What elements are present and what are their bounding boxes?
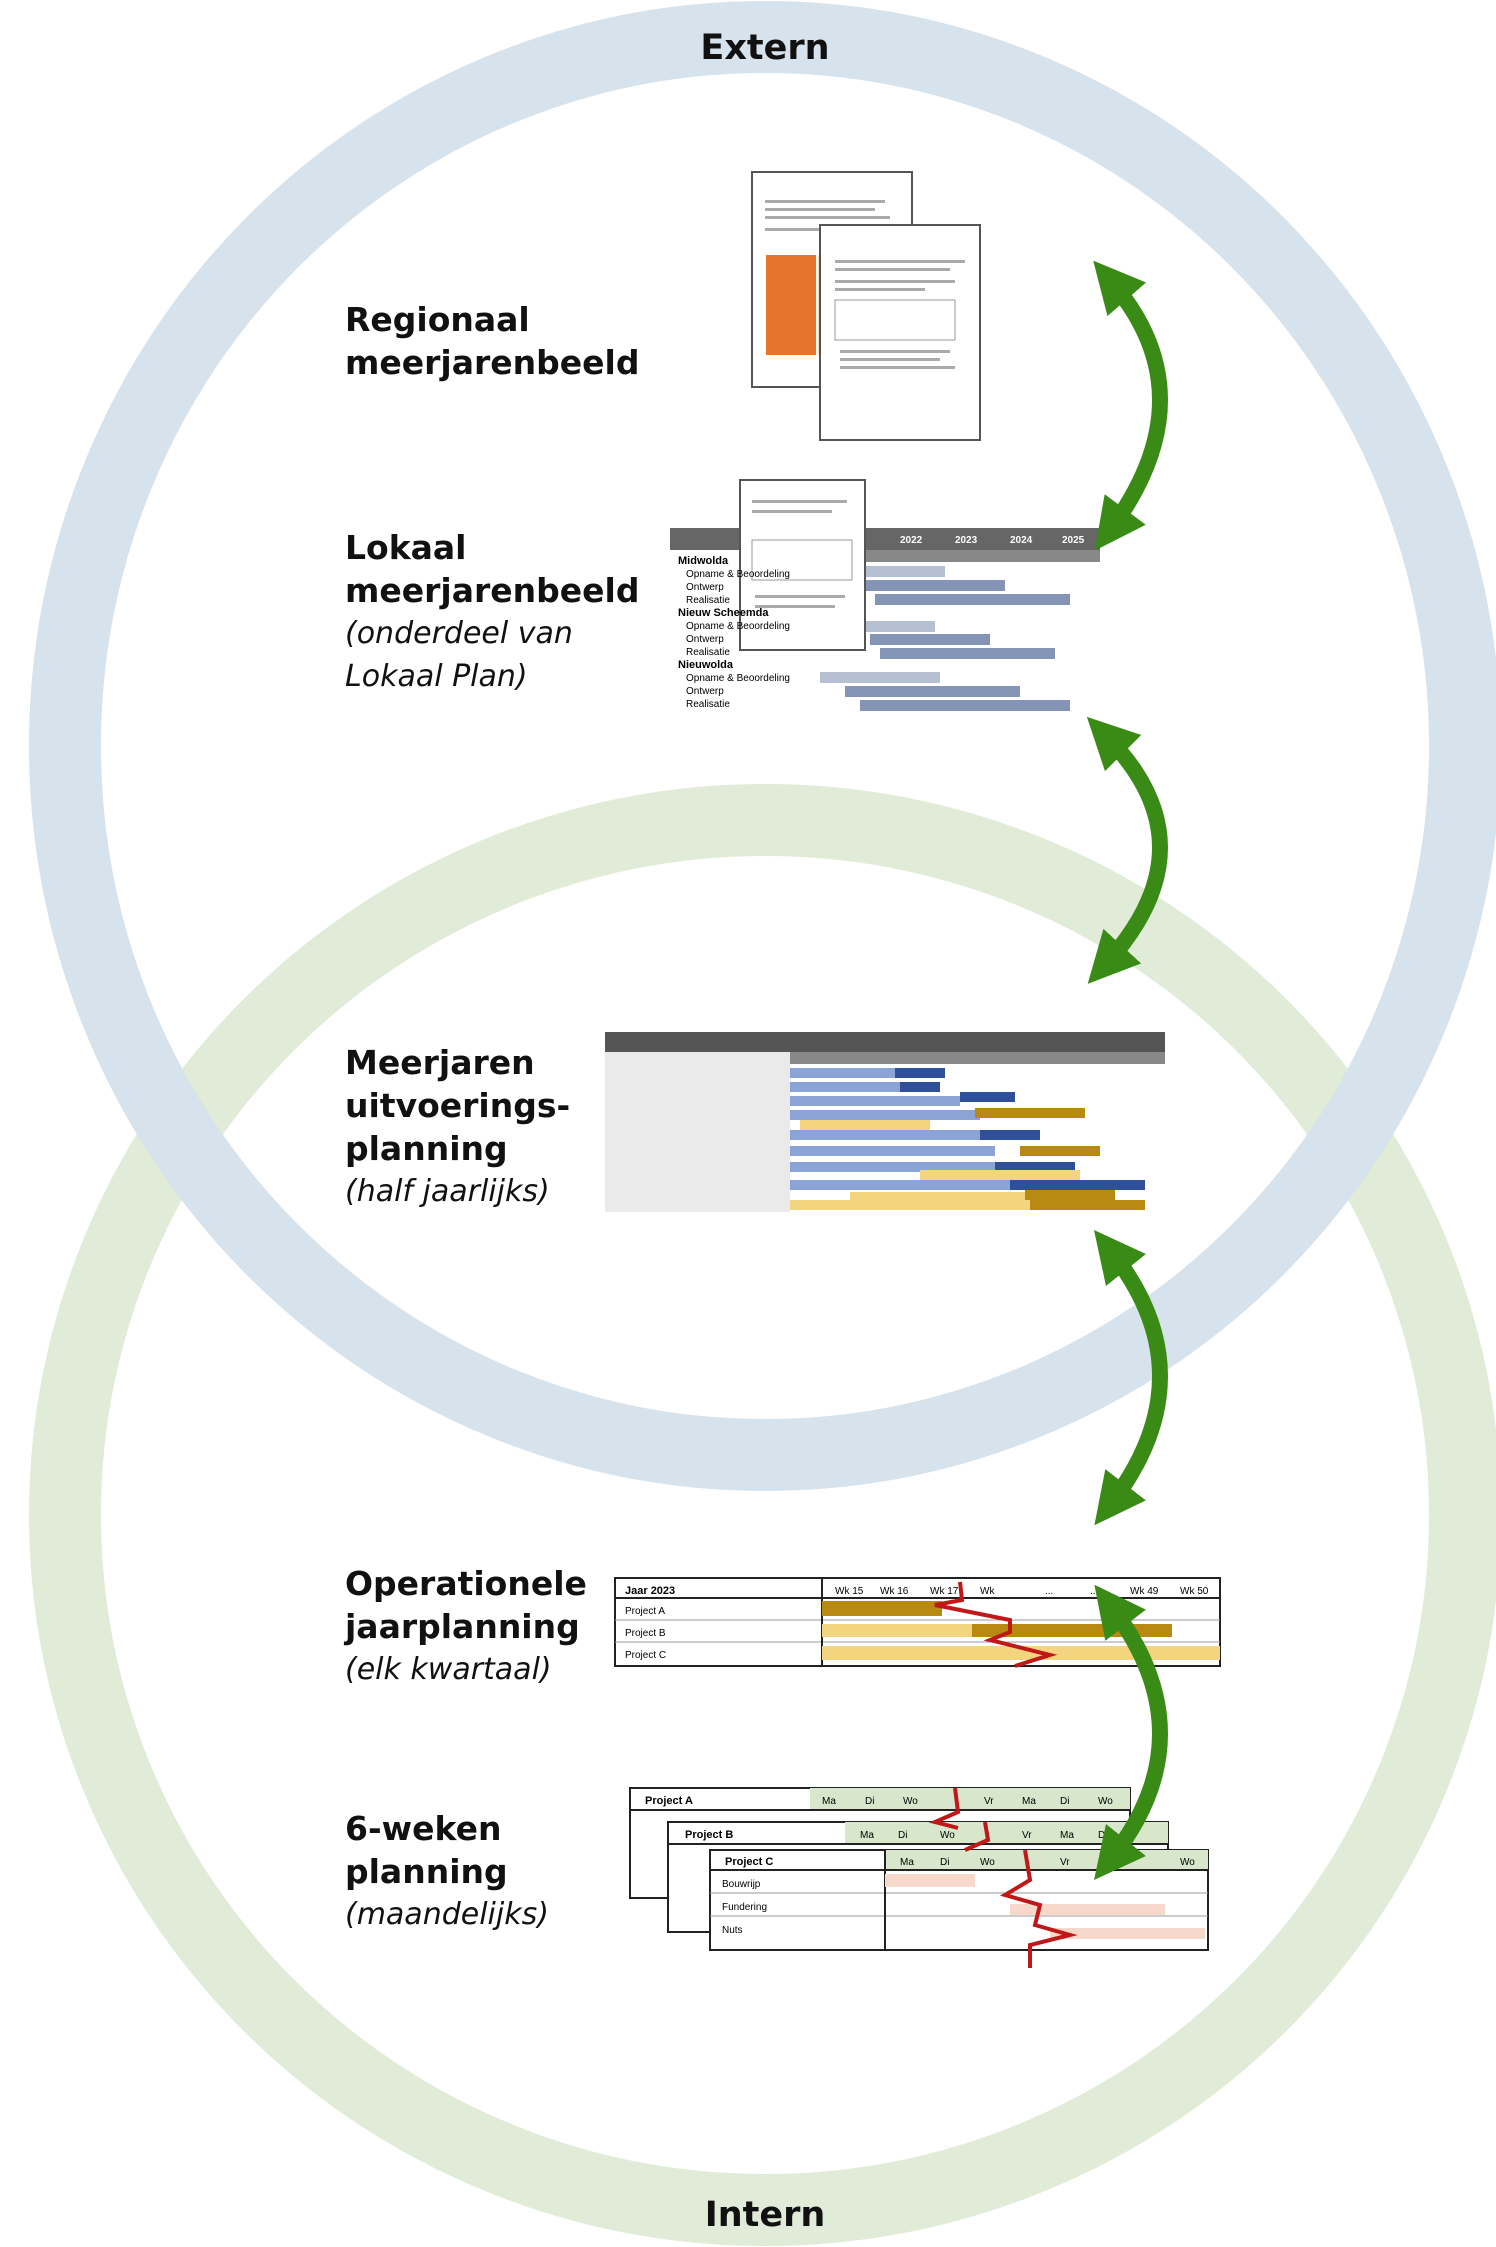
lokaal-row-0b: Opname & Beoordeling <box>686 621 790 632</box>
level-regionaal-title-2: meerjarenbeeld <box>345 343 640 382</box>
level-jaarplanning-title-1: Operationele <box>345 1564 587 1603</box>
meerjaren-planning-thumbnail <box>605 1032 1165 1212</box>
level-lokaal-sub-2: Lokaal Plan) <box>345 659 528 694</box>
lokaal-year-2: 2024 <box>1010 535 1033 546</box>
arrow-jaar-weken <box>1094 1584 1168 1880</box>
lokaal-row-1b: Ontwerp <box>686 634 724 645</box>
weken-a-day-1: Di <box>865 1796 874 1807</box>
level-meerjaren: Meerjaren uitvoerings- planning (half ja… <box>345 1041 570 1213</box>
weken-c-day-4: Vr <box>1060 1857 1070 1868</box>
level-zes-weken-title-1: 6-weken <box>345 1809 502 1848</box>
lokaal-gantt-thumbnail <box>670 479 1100 711</box>
lokaal-year-0: 2022 <box>900 535 923 546</box>
weken-b-day-0: Ma <box>860 1830 874 1841</box>
level-meerjaren-title-3: planning <box>345 1129 508 1168</box>
regionaal-document-thumbnail <box>751 171 981 441</box>
arrow-meerjaren-jaar <box>1094 1230 1168 1526</box>
level-meerjaren-sub-1: (half jaarlijks) <box>345 1174 550 1209</box>
jaar-header-4: Wk <box>980 1586 995 1597</box>
weken-c-day-7: Wo <box>1180 1857 1195 1868</box>
lokaal-year-1: 2023 <box>955 535 978 546</box>
level-jaarplanning-sub-1: (elk kwartaal) <box>345 1652 552 1687</box>
jaar-header-5: ... <box>1045 1586 1053 1597</box>
jaar-project-b: Project B <box>625 1628 666 1639</box>
jaar-header-8: Wk 50 <box>1180 1586 1209 1597</box>
arrow-lokaal-meerjaren <box>1086 716 1168 984</box>
lokaal-year-3: 2025 <box>1062 535 1085 546</box>
weken-a-day-5: Ma <box>1022 1796 1036 1807</box>
weken-a-day-4: Vr <box>984 1796 994 1807</box>
weken-b-day-2: Wo <box>940 1830 955 1841</box>
level-jaarplanning-title-2: jaarplanning <box>345 1607 580 1646</box>
extern-ring <box>29 1 1496 1491</box>
jaar-header-3: Wk 17 <box>930 1586 959 1597</box>
level-lokaal: Lokaal meerjarenbeeld (onderdeel van Lok… <box>345 526 639 698</box>
weken-c-day-1: Di <box>940 1857 949 1868</box>
lokaal-group-0: Midwolda <box>678 555 729 567</box>
level-meerjaren-title-1: Meerjaren <box>345 1043 535 1082</box>
lokaal-row-0: Opname & Beoordeling <box>686 569 790 580</box>
lokaal-row-1c: Ontwerp <box>686 686 724 697</box>
jaar-project-c: Project C <box>625 1650 666 1661</box>
jaar-project-a: Project A <box>625 1606 665 1617</box>
weken-b-day-1: Di <box>898 1830 907 1841</box>
lokaal-row-2: Realisatie <box>686 595 730 606</box>
weken-b-day-5: Ma <box>1060 1830 1074 1841</box>
weken-a-day-6: Di <box>1060 1796 1069 1807</box>
lokaal-row-2c: Realisatie <box>686 699 730 710</box>
zes-weken-table: Project A Ma Di Wo Vr Ma Di Wo Project B… <box>629 1787 1209 1968</box>
level-zes-weken-sub-1: (maandelijks) <box>345 1897 549 1932</box>
level-regionaal-title-1: Regionaal <box>345 300 530 339</box>
lokaal-group-1: Nieuw Scheemda <box>678 607 769 619</box>
lokaal-row-1: Ontwerp <box>686 582 724 593</box>
weken-c-day-2: Wo <box>980 1857 995 1868</box>
level-zes-weken-title-2: planning <box>345 1852 508 1891</box>
level-regionaal: Regionaal meerjarenbeeld <box>345 298 639 384</box>
lokaal-group-2: Nieuwolda <box>678 659 734 671</box>
level-lokaal-sub-1: (onderdeel van <box>345 616 573 651</box>
level-zes-weken: 6-weken planning (maandelijks) <box>345 1807 549 1936</box>
level-lokaal-title-1: Lokaal <box>345 528 467 567</box>
weken-c-title: Project C <box>725 1856 773 1868</box>
weken-a-title: Project A <box>645 1795 693 1807</box>
intern-ring <box>29 784 1496 2246</box>
weken-b-title: Project B <box>685 1829 733 1841</box>
weken-c-row-2: Nuts <box>722 1925 743 1936</box>
arrow-regionaal-lokaal <box>1093 260 1168 551</box>
level-meerjaren-title-2: uitvoerings- <box>345 1086 571 1125</box>
level-lokaal-title-2: meerjarenbeeld <box>345 571 640 610</box>
weken-a-day-0: Ma <box>822 1796 836 1807</box>
level-jaarplanning: Operationele jaarplanning (elk kwartaal) <box>345 1562 587 1691</box>
lokaal-row-2b: Realisatie <box>686 647 730 658</box>
extern-label: Extern <box>700 28 830 68</box>
weken-c-row-1: Fundering <box>722 1902 767 1913</box>
jaar-header-2: Wk 16 <box>880 1586 909 1597</box>
weken-c-day-0: Ma <box>900 1857 914 1868</box>
jaar-header-1: Wk 15 <box>835 1586 864 1597</box>
weken-b-day-4: Vr <box>1022 1830 1032 1841</box>
intern-label: Intern <box>704 2195 826 2235</box>
lokaal-row-0c: Opname & Beoordeling <box>686 673 790 684</box>
connector-arrows <box>1086 260 1168 1880</box>
weken-c-row-0: Bouwrijp <box>722 1879 761 1890</box>
jaar-header-0: Jaar 2023 <box>625 1585 675 1597</box>
weken-a-day-2: Wo <box>903 1796 918 1807</box>
